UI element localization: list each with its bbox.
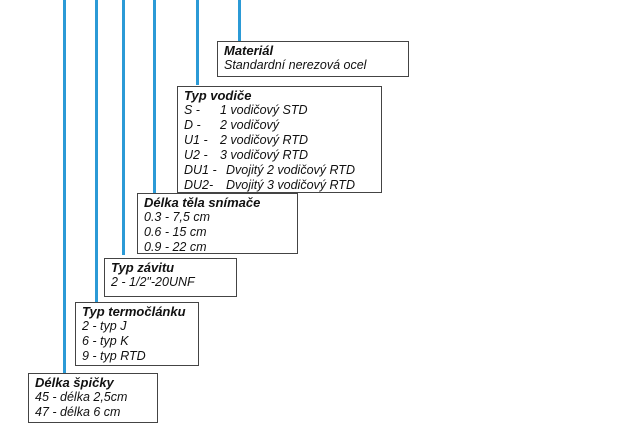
tip-length-box: Délka špičky 45 - délka 2,5cm 47 - délka… (28, 373, 158, 423)
wire-type-desc: 1 vodičový STD (220, 103, 308, 117)
thermocouple-type-title: Typ termočlánku (82, 304, 186, 319)
wire-type-desc: 3 vodičový RTD (220, 148, 308, 162)
thread-type-box: Typ závitu 2 - 1/2"-20UNF (104, 258, 237, 297)
body-length-line: 0.9 - 22 cm (144, 240, 207, 254)
body-length-box: Délka těla snímače 0.3 - 7,5 cm 0.6 - 15… (137, 193, 298, 254)
wire-type-code: U1 - (184, 133, 208, 147)
wire-type-code: DU1 - (184, 163, 217, 177)
wire-type-desc: Dvojitý 3 vodičový RTD (226, 178, 355, 192)
thread-type-line: 2 - 1/2"-20UNF (111, 275, 195, 289)
thermocouple-type-line: 9 - typ RTD (82, 349, 146, 363)
tip-length-title: Délka špičky (35, 375, 114, 390)
wire-type-box: Typ vodiče S - 1 vodičový STD D - 2 vodičo… (177, 86, 382, 193)
connector-line-material (238, 0, 241, 41)
wire-type-row: U2 - 3 vodičový RTD (184, 148, 375, 163)
wire-type-row: S - 1 vodičový STD (184, 103, 375, 118)
wire-type-title: Typ vodiče (184, 88, 252, 103)
wire-type-code: D - (184, 118, 201, 132)
wire-type-desc: Dvojitý 2 vodičový RTD (226, 163, 355, 177)
thermocouple-type-line: 2 - typ J (82, 319, 127, 333)
wire-type-desc: 2 vodičový (220, 118, 280, 132)
material-title: Materiál (224, 43, 274, 58)
wire-type-desc: 2 vodičový RTD (220, 133, 308, 147)
wire-type-code: S - (184, 103, 200, 117)
body-length-line: 0.6 - 15 cm (144, 225, 207, 239)
wire-type-row: DU2- Dvojitý 3 vodičový RTD (184, 178, 375, 193)
thermocouple-type-line: 6 - typ K (82, 334, 129, 348)
material-line: Standardní nerezová ocel (224, 58, 367, 72)
body-length-line: 0.3 - 7,5 cm (144, 210, 210, 224)
wire-type-row: U1 - 2 vodičový RTD (184, 133, 375, 148)
body-length-title: Délka těla snímače (144, 195, 261, 210)
wire-type-code: U2 - (184, 148, 208, 162)
wire-type-row: D - 2 vodičový (184, 118, 375, 133)
wire-type-row: DU1 - Dvojitý 2 vodičový RTD (184, 163, 375, 178)
connector-line-thread-type (122, 0, 125, 255)
wire-type-code: DU2- (184, 178, 214, 192)
connector-line-body-length (153, 0, 156, 193)
thread-type-title: Typ závitu (111, 260, 175, 275)
material-box: Materiál Standardní nerezová ocel (217, 41, 409, 77)
thermocouple-type-box: Typ termočlánku 2 - typ J 6 - typ K 9 - … (75, 302, 199, 366)
tip-length-line: 45 - délka 2,5cm (35, 390, 128, 404)
connector-line-wire-type (196, 0, 199, 85)
connector-line-tip-length (63, 0, 66, 373)
tip-length-line: 47 - délka 6 cm (35, 405, 121, 419)
connector-line-thermocouple-type (95, 0, 98, 302)
